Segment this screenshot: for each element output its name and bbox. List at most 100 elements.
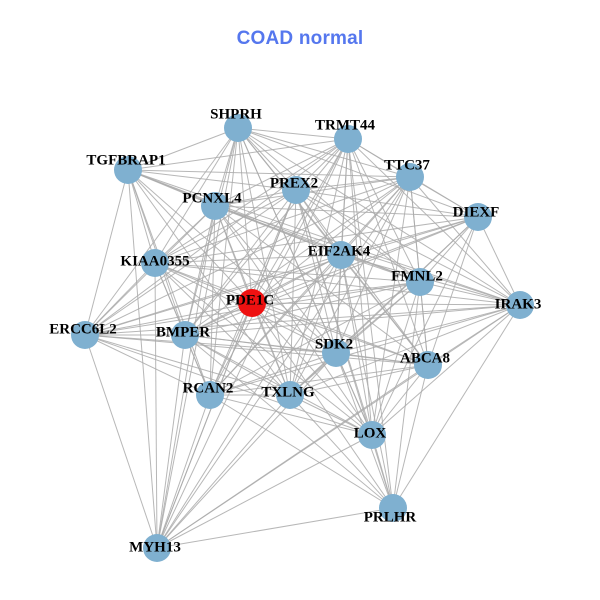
graph-edge xyxy=(84,254,342,336)
graph-edge xyxy=(84,334,158,549)
graph-node-trmt44[interactable] xyxy=(334,125,362,153)
graph-edge xyxy=(251,302,521,306)
graph-edge xyxy=(295,189,479,218)
graph-edge xyxy=(156,205,216,549)
graph-edge xyxy=(154,262,158,549)
graph-edge xyxy=(84,334,429,366)
graph-edge xyxy=(392,304,521,509)
graph-edge xyxy=(237,127,349,140)
graph-edge xyxy=(340,254,394,509)
graph-node-prex2[interactable] xyxy=(282,176,310,204)
graph-edge xyxy=(237,127,297,191)
graph-edge xyxy=(214,205,479,218)
graph-edge xyxy=(127,169,297,191)
graph-edge xyxy=(289,216,479,396)
graph-edge xyxy=(84,334,211,396)
graph-edge xyxy=(237,127,411,178)
graph-edge xyxy=(214,176,411,207)
graph-edge xyxy=(251,302,373,436)
graph-node-kiaa0355[interactable] xyxy=(141,249,169,277)
graph-edge xyxy=(127,169,337,354)
graph-edge xyxy=(295,189,421,283)
graph-node-diexf[interactable] xyxy=(464,203,492,231)
graph-edge xyxy=(251,302,429,366)
graph-node-eif2ak4[interactable] xyxy=(327,241,355,269)
graph-edge xyxy=(84,262,156,336)
graph-edge xyxy=(184,334,394,509)
graph-edge xyxy=(295,189,337,354)
graph-node-bmper[interactable] xyxy=(171,321,199,349)
graph-edge xyxy=(156,176,411,549)
graph-edge xyxy=(84,138,349,336)
graph-edge xyxy=(127,169,253,304)
graph-edge xyxy=(84,302,253,336)
graph-edge xyxy=(156,302,253,549)
graph-edge xyxy=(209,281,421,396)
graph-edge xyxy=(127,169,156,264)
graph-edge xyxy=(154,262,429,366)
graph-edge xyxy=(184,205,216,336)
graph-edge xyxy=(340,216,479,256)
graph-node-sdk2[interactable] xyxy=(322,339,350,367)
graph-node-fmnl2[interactable] xyxy=(406,268,434,296)
graph-edge xyxy=(214,205,421,283)
graph-edge xyxy=(371,216,479,436)
graph-edge xyxy=(156,364,429,549)
graph-edge xyxy=(84,304,521,336)
graph-edge xyxy=(335,352,373,436)
graph-edge xyxy=(289,364,429,396)
graph-edge xyxy=(209,352,337,396)
graph-edge xyxy=(214,205,337,354)
graph-edge xyxy=(209,205,216,396)
graph-node-ttc37[interactable] xyxy=(396,163,424,191)
graph-edge xyxy=(347,138,421,283)
graph-edge xyxy=(335,352,429,366)
graph-node-prlhr[interactable] xyxy=(379,494,407,522)
graph-edge xyxy=(419,281,521,306)
graph-edge xyxy=(209,394,394,509)
graph-edge xyxy=(156,394,211,549)
graph-edge xyxy=(154,176,411,264)
graph-edge xyxy=(409,176,521,306)
graph-node-txlng[interactable] xyxy=(276,381,304,409)
graph-node-myh13[interactable] xyxy=(143,534,171,562)
graph-node-pcnxl4[interactable] xyxy=(201,192,229,220)
graph-edge xyxy=(209,127,239,396)
graph-edge xyxy=(154,189,297,264)
graph-edge xyxy=(237,127,479,218)
graph-edge xyxy=(251,302,291,396)
graph-edge xyxy=(251,216,479,304)
graph-edge xyxy=(289,189,297,396)
graph-node-irak3[interactable] xyxy=(506,291,534,319)
graph-edge xyxy=(154,262,253,304)
graph-edge xyxy=(184,334,373,436)
graph-edge xyxy=(392,281,421,509)
graph-edge xyxy=(347,138,521,306)
graph-edge xyxy=(289,304,521,396)
graph-edge xyxy=(127,169,158,549)
graph-edge xyxy=(156,507,394,549)
graph-node-shprh[interactable] xyxy=(224,114,252,142)
graph-edge xyxy=(184,281,421,336)
graph-node-ercc6l2[interactable] xyxy=(71,321,99,349)
graph-node-lox[interactable] xyxy=(358,421,386,449)
graph-node-rcan2[interactable] xyxy=(196,381,224,409)
graph-edge xyxy=(427,216,479,366)
graph-edge xyxy=(289,281,421,396)
graph-edge xyxy=(154,254,342,264)
graph-edge xyxy=(209,304,521,396)
graph-node-tgfbrap1[interactable] xyxy=(114,156,142,184)
graph-edge xyxy=(156,394,291,549)
graph-edge xyxy=(84,334,291,396)
graph-node-abca8[interactable] xyxy=(414,351,442,379)
graph-edge xyxy=(209,394,373,436)
graph-edge xyxy=(84,127,239,336)
graph-edge xyxy=(156,434,373,549)
graph-edge xyxy=(154,127,239,264)
graph-edge xyxy=(84,169,129,336)
graph-edge xyxy=(127,169,291,396)
graph-node-pde1c[interactable] xyxy=(238,289,266,317)
graph-edge xyxy=(84,176,411,336)
